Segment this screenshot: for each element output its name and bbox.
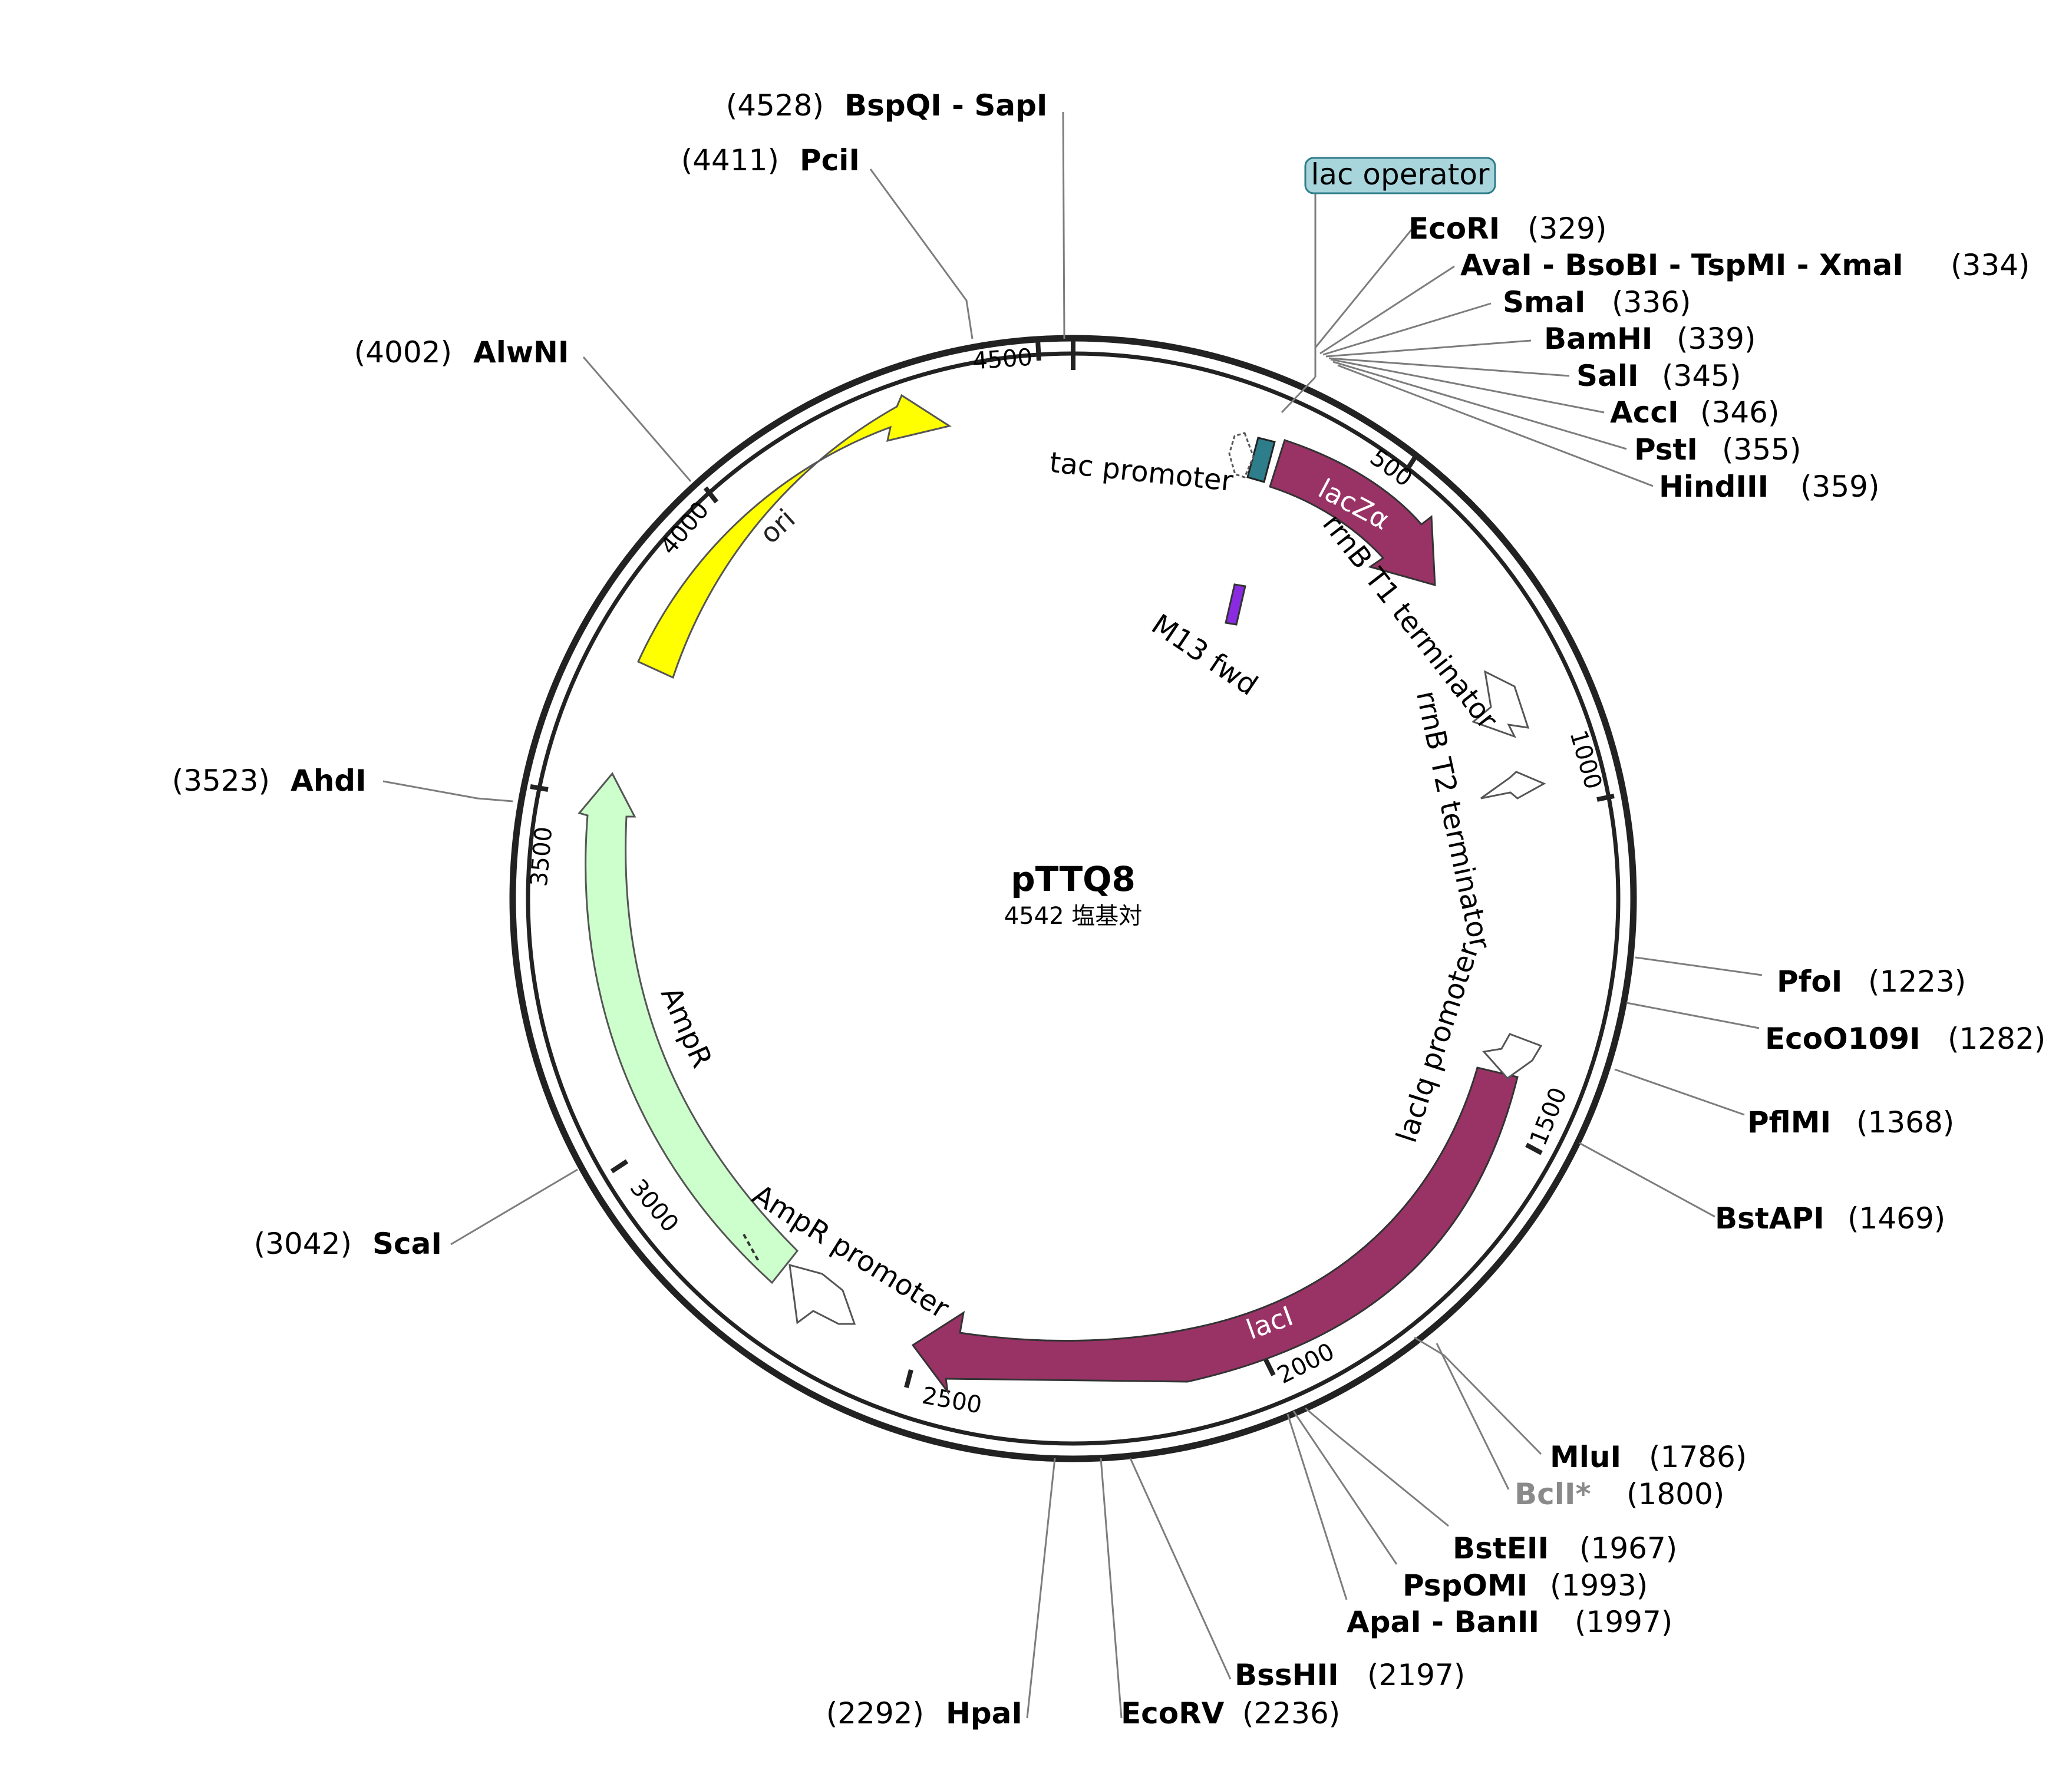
site-ApaI-BanII[interactable]: ApaI - BanII (1997) — [1347, 1605, 1672, 1639]
site-name: PciI — [800, 143, 860, 177]
site-HindIII[interactable]: HindIII (359) — [1659, 470, 1879, 504]
tick-label-2500: 2500 — [920, 1382, 984, 1419]
site-pos: (2197) — [1367, 1658, 1465, 1692]
site-pos: (2236) — [1242, 1696, 1340, 1730]
tick-label-4500: 4500 — [972, 344, 1034, 375]
site-pos: (2292) — [826, 1696, 924, 1730]
site-name: BclI* — [1515, 1477, 1591, 1511]
site-pos: (346) — [1700, 395, 1779, 430]
tick-label-1500: 1500 — [1525, 1084, 1573, 1150]
site-name: ApaI - BanII — [1347, 1605, 1539, 1639]
ticks — [530, 338, 1615, 1389]
site-HpaI[interactable]: (2292) HpaI — [826, 1696, 1022, 1730]
site-pos: (355) — [1722, 432, 1801, 467]
site-pos: (3523) — [172, 764, 270, 798]
site-pos: (1282) — [1948, 1022, 2045, 1056]
site-pos: (345) — [1662, 359, 1741, 393]
site-AhdI[interactable]: (3523) AhdI — [172, 764, 367, 798]
site-name: AccI — [1610, 395, 1679, 430]
site-name: EcoRI — [1408, 212, 1500, 246]
site-leaders — [382, 111, 1763, 1719]
site-name: SalI — [1576, 359, 1639, 393]
site-pos: (1469) — [1847, 1201, 1945, 1236]
site-pos: (336) — [1612, 285, 1691, 319]
site-pos: (4528) — [726, 88, 824, 123]
site-BamHI[interactable]: BamHI (339) — [1544, 322, 1756, 356]
feature-m13-fwd — [1225, 583, 1246, 626]
site-PfoI[interactable]: PfoI (1223) — [1777, 965, 1966, 999]
site-BstAPI[interactable]: BstAPI (1469) — [1715, 1201, 1945, 1236]
site-SalI[interactable]: SalI (345) — [1576, 359, 1741, 393]
site-pos: (1997) — [1575, 1605, 1672, 1639]
site-pos: (4411) — [681, 143, 779, 177]
site-pos: (1800) — [1626, 1477, 1724, 1511]
site-AlwNI[interactable]: (4002) AlwNI — [354, 335, 569, 369]
site-name: BssHII — [1235, 1658, 1339, 1692]
site-name: AhdI — [291, 764, 367, 798]
feature-lacIq-promoter-arrow — [1482, 1033, 1543, 1080]
site-PciI[interactable]: (4411) PciI — [681, 143, 860, 177]
site-pos: (1368) — [1856, 1105, 1954, 1139]
site-EcoRI[interactable]: EcoRI (329) — [1408, 212, 1606, 246]
M13-fwd-label: M13 fwd — [1146, 608, 1263, 702]
site-name: BstEII — [1453, 1531, 1549, 1565]
site-PspOMI[interactable]: PspOMI (1993) — [1403, 1568, 1648, 1603]
site-AvaI-BsoBI-TspMI-XmaI[interactable]: AvaI - BsoBI - TspMI - XmaI (334) — [1460, 248, 2030, 282]
site-pos: (4002) — [354, 335, 452, 369]
tac-promoter-label: tac promoter — [1048, 446, 1235, 498]
site-pos: (334) — [1951, 248, 2030, 282]
site-name: SmaI — [1503, 285, 1585, 319]
site-pos: (1993) — [1550, 1568, 1648, 1603]
site-name: AlwNI — [473, 335, 569, 369]
plasmid-name: pTTQ8 — [1011, 859, 1136, 899]
site-name: BstAPI — [1715, 1201, 1824, 1236]
site-name: BspQI - SapI — [844, 88, 1047, 123]
site-pos: (1223) — [1868, 965, 1966, 999]
lac-operator-callout: lac operator — [1281, 157, 1496, 414]
site-name: ScaI — [372, 1227, 442, 1261]
lac-operator-label: lac operator — [1311, 157, 1490, 191]
site-BstEII[interactable]: BstEII (1967) — [1453, 1531, 1677, 1565]
site-name: EcoRV — [1121, 1696, 1225, 1730]
site-SmaI[interactable]: SmaI (336) — [1503, 285, 1691, 319]
site-pos: (1967) — [1579, 1531, 1677, 1565]
tick-label-3000: 3000 — [625, 1174, 684, 1238]
site-name: EcoO109I — [1765, 1022, 1921, 1056]
site-BspQI-SapI[interactable]: (4528) BspQI - SapI — [726, 88, 1048, 123]
site-EcoO109I[interactable]: EcoO109I (1282) — [1765, 1022, 2045, 1056]
site-name: AvaI - BsoBI - TspMI - XmaI — [1460, 248, 1903, 282]
site-BclI[interactable]: BclI* (1800) — [1515, 1477, 1724, 1511]
site-EcoRV[interactable]: EcoRV (2236) — [1121, 1696, 1340, 1730]
site-MluI[interactable]: MluI (1786) — [1550, 1440, 1747, 1474]
site-pos: (339) — [1677, 322, 1756, 356]
site-BssHII[interactable]: BssHII (2197) — [1235, 1658, 1465, 1692]
site-ScaI[interactable]: (3042) ScaI — [254, 1227, 442, 1261]
site-pos: (3042) — [254, 1227, 352, 1261]
site-pos: (359) — [1800, 470, 1879, 504]
site-name: BamHI — [1544, 322, 1652, 356]
site-pos: (329) — [1527, 212, 1606, 246]
site-AccI[interactable]: AccI (346) — [1610, 395, 1779, 430]
feature-tac-promoter-arrow — [1228, 432, 1255, 478]
feature-lacI[interactable]: lacI — [911, 1066, 1519, 1395]
feature-AmpR[interactable] — [578, 772, 799, 1284]
site-name: MluI — [1550, 1440, 1621, 1474]
site-name: HindIII — [1659, 470, 1769, 504]
site-PstI[interactable]: PstI (355) — [1634, 432, 1801, 467]
feature-rrnB-T2-terminator-arrow — [1480, 771, 1546, 800]
feature-AmpR-promoter-arrow — [788, 1263, 856, 1325]
site-name: PfoI — [1777, 965, 1842, 999]
tick-label-3500: 3500 — [526, 825, 558, 887]
site-name: PflMI — [1747, 1105, 1831, 1139]
plasmid-size: 4542 塩基対 — [1004, 903, 1143, 930]
feature-rrnB-T1-terminator-arrow — [1471, 670, 1530, 738]
site-PflMI[interactable]: PflMI (1368) — [1747, 1105, 1954, 1139]
site-name: HpaI — [946, 1696, 1022, 1730]
tick-label-4000: 4000 — [655, 497, 715, 560]
site-name: PstI — [1634, 432, 1698, 467]
site-pos: (1786) — [1649, 1440, 1747, 1474]
site-name: PspOMI — [1403, 1568, 1527, 1603]
